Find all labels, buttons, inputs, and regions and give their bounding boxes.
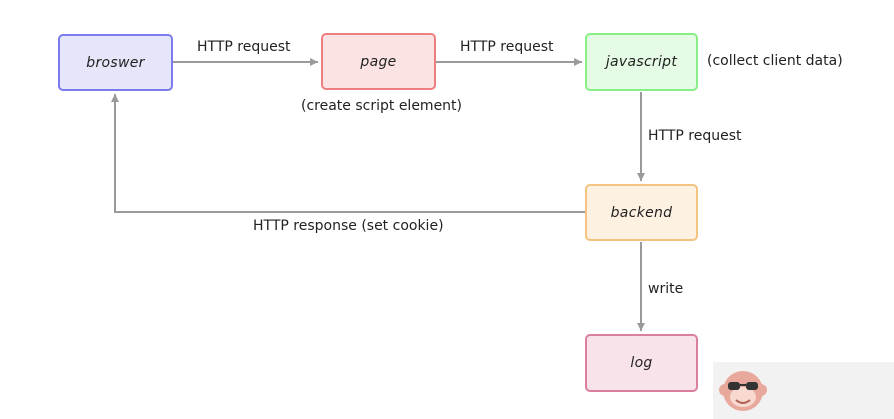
edge-label-javascript-to-backend: HTTP request: [648, 128, 742, 144]
node-browser-label: broswer: [86, 54, 145, 71]
node-browser: broswer: [58, 34, 173, 91]
note-page: (create script element): [301, 98, 463, 114]
arrow-backend-to-browser: [111, 94, 585, 213]
edge-label-page-to-javascript: HTTP request: [460, 39, 554, 55]
watermark: [713, 362, 894, 419]
node-page-label: page: [360, 53, 397, 70]
node-javascript: javascript: [585, 33, 698, 91]
edge-label-browser-to-page: HTTP request: [197, 39, 291, 55]
node-backend: backend: [585, 184, 698, 241]
monkey-logo-icon: [719, 371, 767, 411]
edge-label-backend-to-browser: HTTP response (set cookie): [253, 218, 444, 234]
note-javascript: (collect client data): [707, 53, 843, 69]
node-javascript-label: javascript: [605, 54, 678, 70]
node-log: log: [585, 334, 698, 392]
node-log-label: log: [630, 355, 653, 371]
node-page: page: [321, 33, 436, 90]
node-backend-label: backend: [610, 204, 673, 221]
edge-label-backend-to-log: write: [648, 281, 684, 297]
